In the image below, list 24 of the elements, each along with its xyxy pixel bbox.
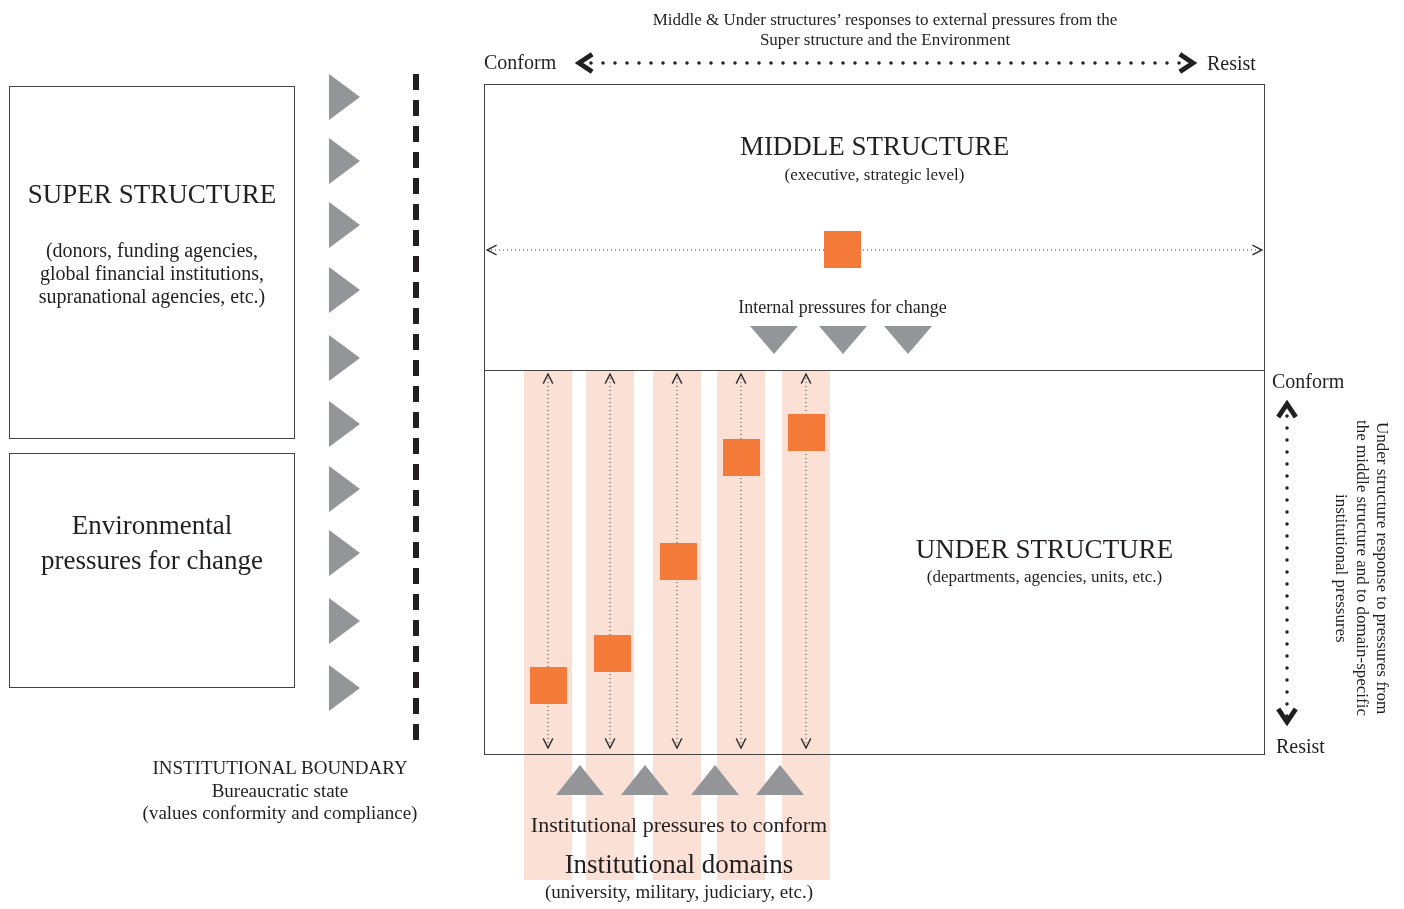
node-title: UNDER STRUCTURE xyxy=(914,534,1175,566)
node-title: SUPER STRUCTURE xyxy=(26,179,278,211)
structure-box xyxy=(9,86,295,439)
pressure-label: Institutional pressures to conform xyxy=(529,812,829,838)
scale-label: Resist xyxy=(1207,52,1256,75)
node-description: (donors, funding agencies, global financial institutions, supranational agencies, etc.) xyxy=(37,239,267,308)
boundary-description: (values conformity and compliance) xyxy=(141,802,419,824)
node-title: Environmental pressures for change xyxy=(40,509,264,577)
heading-text: Middle & Under structures’ responses to external pressures from the Super structure and the Environment xyxy=(651,10,1119,50)
scale-label: Conform xyxy=(484,51,557,74)
pressure-label: Internal pressures for change xyxy=(737,297,948,318)
structure-box xyxy=(9,453,295,688)
boundary-description: Bureaucratic state xyxy=(210,780,350,802)
domains-description: (university, military, judiciary, etc.) xyxy=(544,881,814,903)
structure-box xyxy=(484,84,1265,371)
node-title: MIDDLE STRUCTURE xyxy=(738,131,1011,163)
boundary-title: INSTITUTIONAL BOUNDARY xyxy=(151,757,409,779)
node-description: (departments, agencies, units, etc.) xyxy=(925,567,1164,587)
scale-description: Under structure response to pressures from the middle structure and to domain-specific institutional pressures xyxy=(1331,419,1392,718)
structure-box xyxy=(484,370,1265,755)
domains-title: Institutional domains xyxy=(563,849,795,881)
scale-label: Conform xyxy=(1272,370,1345,393)
scale-label: Resist xyxy=(1276,735,1325,758)
node-description: (executive, strategic level) xyxy=(783,165,966,185)
